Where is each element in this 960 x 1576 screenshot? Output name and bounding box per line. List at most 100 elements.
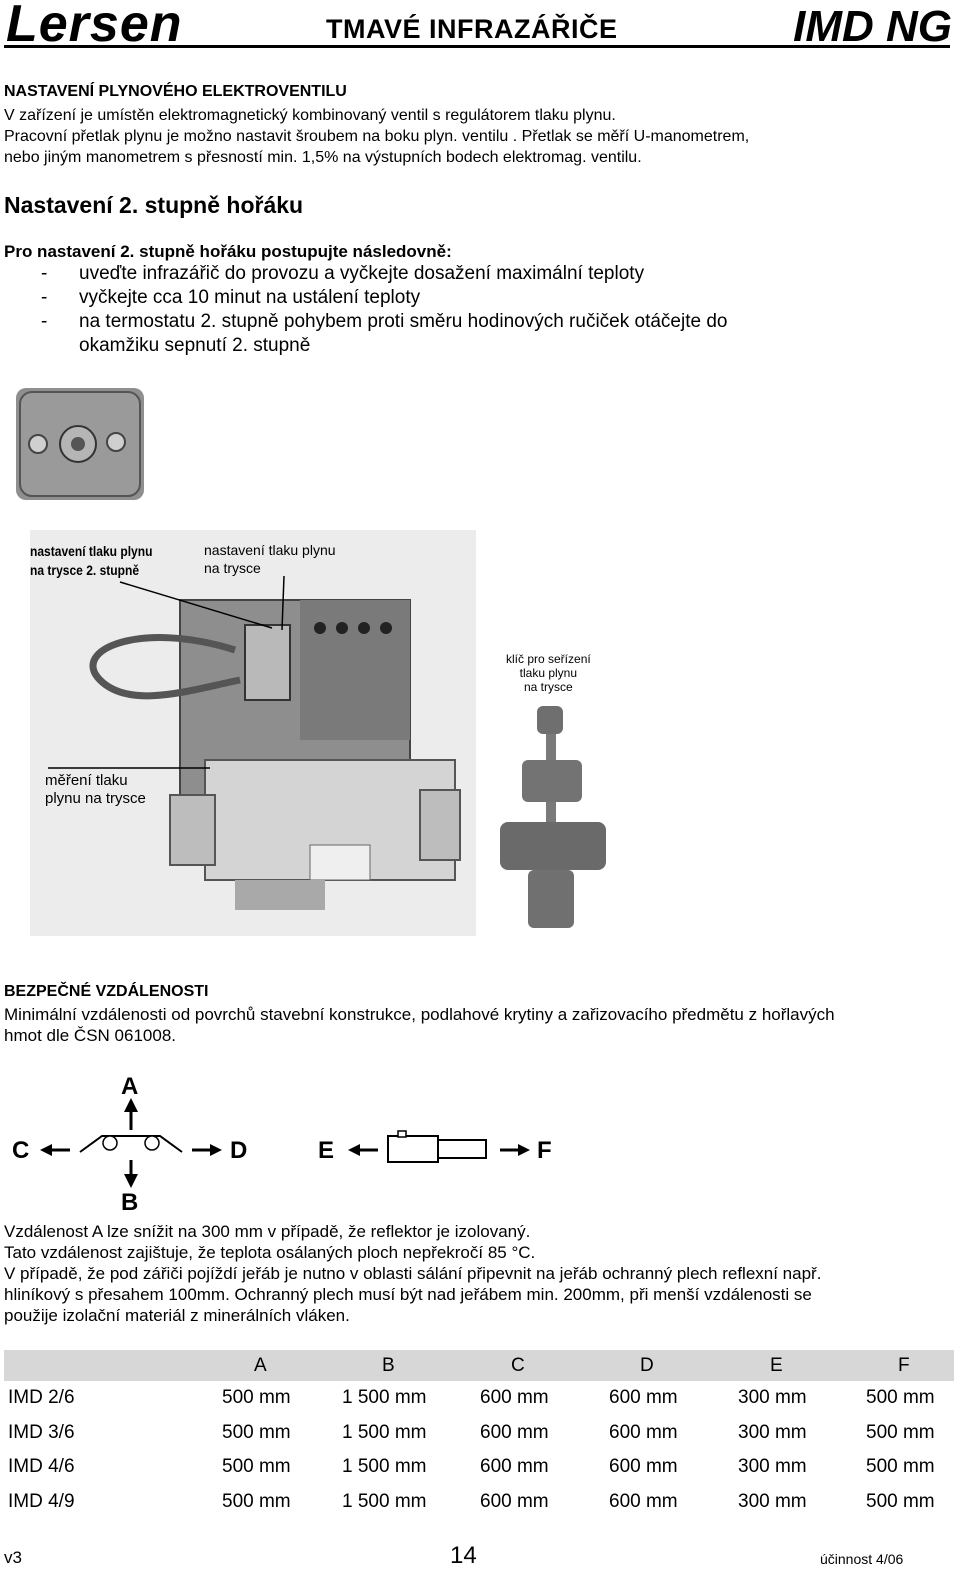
stage2-steps: - uveďte infrazářič do provozu a vyčkejte… bbox=[4, 262, 934, 358]
diagram-label-d: D bbox=[230, 1137, 248, 1164]
footer-version: v3 bbox=[4, 1548, 22, 1567]
brand-logo: Lersen bbox=[6, 0, 183, 53]
stage2-heading: Nastavení 2. stupně hořáku bbox=[4, 192, 304, 218]
adjustment-key-illustration bbox=[500, 706, 606, 928]
table-cell: 1 500 mm bbox=[342, 1421, 427, 1443]
label-line: plynu na trysce bbox=[45, 790, 146, 807]
label-line: klíč pro seřízení bbox=[506, 652, 591, 666]
tube-circle bbox=[102, 1135, 118, 1151]
label-line: tlaku plynu bbox=[519, 666, 578, 680]
table-cell: 500 mm bbox=[866, 1456, 935, 1477]
arrow-right-icon bbox=[518, 1144, 530, 1156]
gas-valve-photo bbox=[30, 530, 476, 936]
note-line: V případě, že pod zářiči pojíždí jeřáb j… bbox=[4, 1264, 822, 1283]
arrow-down-icon bbox=[124, 1174, 138, 1188]
table-cell: 1 500 mm bbox=[342, 1490, 427, 1512]
table-cell: 1 500 mm bbox=[342, 1456, 427, 1477]
footer-effective: účinnost 4/06 bbox=[820, 1551, 904, 1567]
list-item: -na termostatu 2. stupně pohybem proti s… bbox=[4, 310, 809, 358]
label-line: na trysce 2. stupně bbox=[30, 562, 140, 578]
table-cell: 500 mm bbox=[222, 1421, 291, 1443]
table-cell: 500 mm bbox=[222, 1490, 291, 1512]
header-rule bbox=[4, 45, 950, 48]
step-text: vyčkejte cca 10 minut na ustálení teplot… bbox=[79, 287, 421, 308]
label-line: nastavení tlaku plynu bbox=[30, 543, 153, 559]
document-title: TMAVÉ INFRAZÁŘIČE bbox=[326, 14, 618, 44]
tube-circle bbox=[144, 1135, 160, 1151]
stage2-intro: Pro nastavení 2. stupně hořáku postupujt… bbox=[4, 242, 452, 261]
table-cell: IMD 2/6 bbox=[8, 1387, 75, 1408]
table-cell: 300 mm bbox=[738, 1421, 807, 1443]
distance-diagram bbox=[40, 1098, 530, 1188]
table-row: IMD 2/6 500 mm 1 500 mm 600 mm 600 mm 30… bbox=[4, 1381, 954, 1416]
diagram-label-c: C bbox=[12, 1137, 30, 1164]
thermostat-illustration bbox=[19, 391, 141, 497]
table-header: A B C D E F bbox=[4, 1350, 954, 1381]
column-header: D bbox=[640, 1355, 654, 1376]
diagram-label-b: B bbox=[121, 1189, 139, 1216]
table-cell: IMD 3/6 bbox=[8, 1421, 75, 1443]
table-cell: 600 mm bbox=[609, 1490, 678, 1512]
arrow-up-icon bbox=[124, 1098, 138, 1112]
table-row: IMD 4/6 500 mm 1 500 mm 600 mm 600 mm 30… bbox=[4, 1450, 954, 1485]
table-cell: 600 mm bbox=[480, 1456, 549, 1477]
step-text: uveďte infrazářič do provozu a vyčkejte … bbox=[79, 263, 645, 284]
list-item: - vyčkejte cca 10 minut na ustálení teplo… bbox=[4, 286, 934, 310]
tube-profile bbox=[438, 1139, 487, 1159]
table-cell: 600 mm bbox=[480, 1490, 549, 1512]
column-header: E bbox=[770, 1355, 783, 1376]
table-cell: 600 mm bbox=[609, 1421, 678, 1443]
note-line: Vzdálenost A lze snížit na 300 mm v příp… bbox=[4, 1222, 531, 1241]
distance-table: A B C D E F IMD 2/6 500 mm 1 500 mm 600 … bbox=[4, 1350, 954, 1519]
gas-valve-heading: NASTAVENÍ PLYNOVÉHO ELEKTROVENTILU bbox=[4, 83, 347, 100]
table-cell: 500 mm bbox=[222, 1456, 291, 1477]
leader-line bbox=[281, 575, 285, 631]
table-cell: 500 mm bbox=[866, 1387, 935, 1408]
table-row: IMD 4/9 500 mm 1 500 mm 600 mm 600 mm 30… bbox=[4, 1485, 954, 1520]
label-nozzle-pressure: nastavení tlaku plynu na trysce bbox=[204, 541, 336, 577]
step-text: na termostatu 2. stupně pohybem proti sm… bbox=[79, 311, 728, 356]
label-line: na trysce bbox=[204, 560, 261, 576]
gas-valve-line: Pracovní přetlak plynu je možno nastavit… bbox=[4, 128, 750, 145]
safety-text: Minimální vzdálenosti od povrchů stavebn… bbox=[4, 1004, 949, 1046]
leader-lines bbox=[48, 575, 285, 769]
table-cell: IMD 4/6 bbox=[8, 1456, 75, 1477]
burner-box bbox=[387, 1135, 439, 1163]
table-row: IMD 3/6 500 mm 1 500 mm 600 mm 600 mm 30… bbox=[4, 1416, 954, 1451]
label-line: nastavení tlaku plynu bbox=[204, 542, 336, 558]
arrow-left-icon bbox=[40, 1144, 52, 1156]
table-cell: 500 mm bbox=[866, 1490, 935, 1512]
arrow-left-icon bbox=[348, 1144, 360, 1156]
table-cell: 500 mm bbox=[866, 1421, 935, 1443]
gas-valve-text: V zařízení je umístěn elektromagnetický … bbox=[4, 105, 944, 168]
table-cell: 300 mm bbox=[738, 1456, 807, 1477]
table-cell: 600 mm bbox=[609, 1387, 678, 1408]
table-cell: 600 mm bbox=[480, 1387, 549, 1408]
label-line: na trysce bbox=[524, 680, 573, 694]
diagram-label-e: E bbox=[318, 1137, 335, 1164]
page-number: 14 bbox=[450, 1542, 477, 1569]
heater-profile bbox=[79, 1135, 183, 1153]
table-cell: 1 500 mm bbox=[342, 1387, 427, 1408]
column-header: F bbox=[898, 1355, 910, 1376]
arrow-right-icon bbox=[210, 1144, 222, 1156]
table-cell: 600 mm bbox=[609, 1456, 678, 1477]
table-cell: 300 mm bbox=[738, 1387, 807, 1408]
adjustment-key-photo bbox=[496, 700, 610, 932]
label-stage2-pressure: nastavení tlaku plynu na trysce 2. stupn… bbox=[30, 542, 152, 580]
list-dash: - bbox=[41, 287, 48, 308]
gas-valve-line: V zařízení je umístěn elektromagnetický … bbox=[4, 107, 616, 124]
note-line: Tato vzdálenost zajištuje, že teplota os… bbox=[4, 1243, 536, 1262]
distance-notes: Vzdálenost A lze snížit na 300 mm v příp… bbox=[4, 1221, 949, 1326]
column-header: A bbox=[254, 1355, 267, 1376]
gas-valve-illustration bbox=[89, 599, 461, 910]
table-cell: 500 mm bbox=[222, 1387, 291, 1408]
leader-line bbox=[119, 581, 273, 629]
safety-line: Minimální vzdálenosti od povrchů stavebn… bbox=[4, 1005, 835, 1024]
note-line: použije izolační materiál z minerálních … bbox=[4, 1306, 350, 1325]
label-measurement: měření tlaku plynu na trysce bbox=[45, 772, 146, 808]
label-key: klíč pro seřízení tlaku plynu na trysce bbox=[506, 652, 591, 694]
note-line: hliníkový s přesahem 100mm. Ochranný ple… bbox=[4, 1285, 812, 1304]
table-cell: IMD 4/9 bbox=[8, 1490, 75, 1512]
diagram-label-a: A bbox=[121, 1073, 139, 1100]
